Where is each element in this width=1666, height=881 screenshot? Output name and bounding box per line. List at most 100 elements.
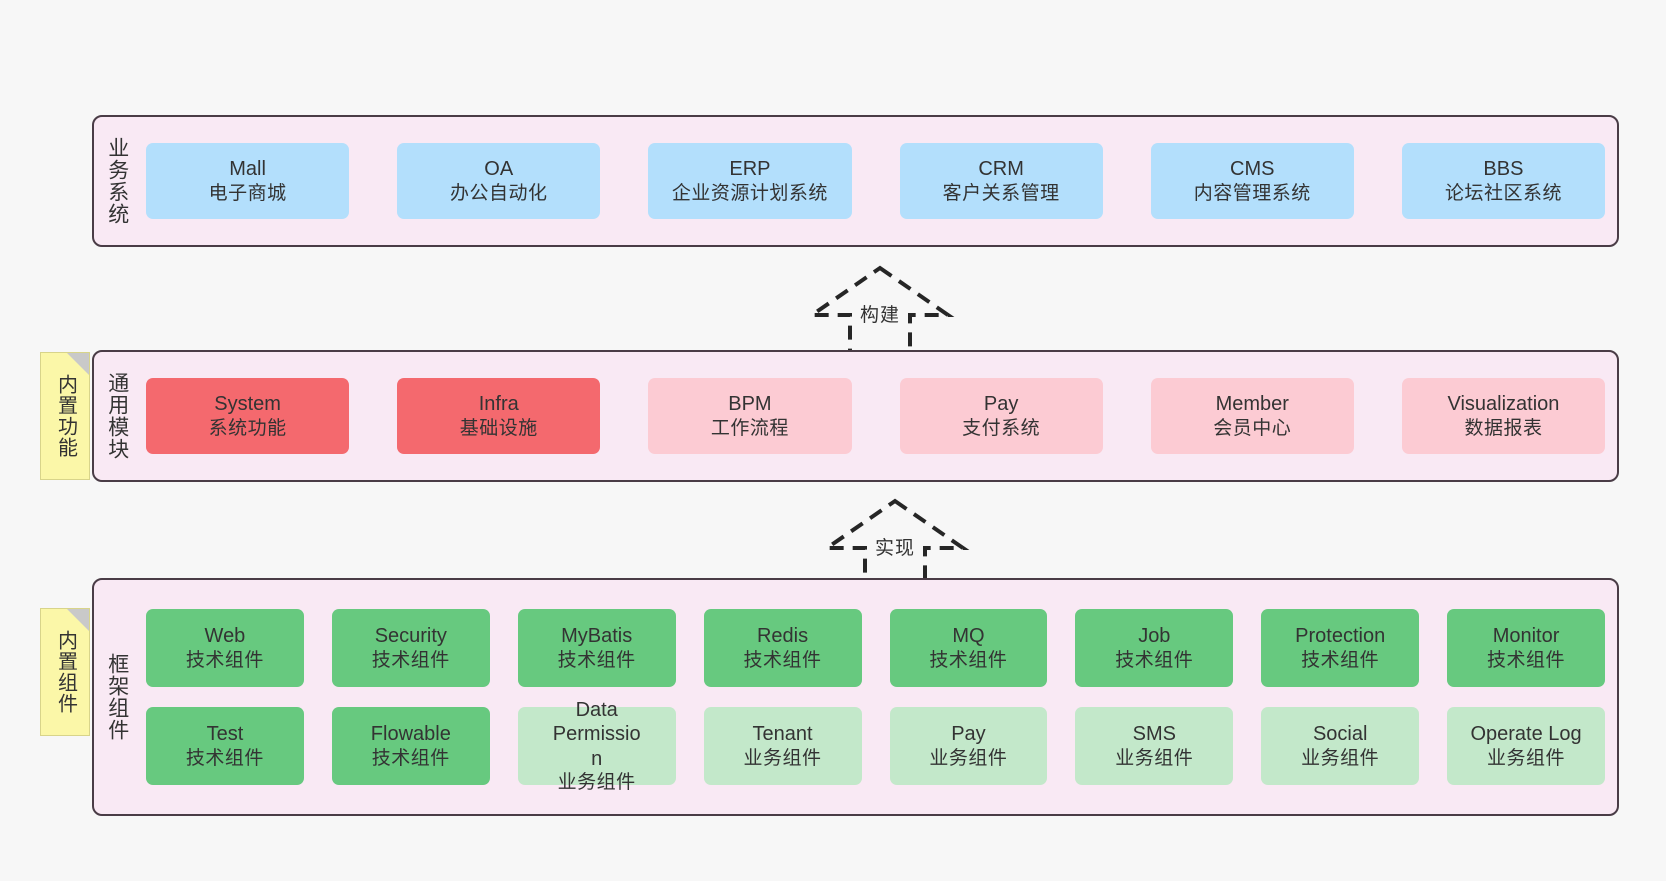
card-web[interactable]: Web 技术组件 bbox=[146, 609, 304, 687]
card-pay-module-subtitle: 支付系统 bbox=[962, 417, 1041, 439]
card-pay-module[interactable]: Pay 支付系统 bbox=[899, 378, 1103, 454]
card-infra-title: Infra bbox=[478, 393, 519, 416]
band-common-modules-body: System 系统功能 Infra 基础设施 BPM 工作流程 Pay 支付系统… bbox=[140, 352, 1617, 480]
band-framework-components-body: Web 技术组件 Security 技术组件 MyBatis 技术组件 Redi… bbox=[140, 580, 1617, 814]
common-card-row: System 系统功能 Infra 基础设施 BPM 工作流程 Pay 支付系统… bbox=[146, 378, 1606, 454]
card-bpm-subtitle: 工作流程 bbox=[710, 417, 789, 439]
card-infra-subtitle: 基础设施 bbox=[459, 417, 538, 439]
card-infra[interactable]: Infra 基础设施 bbox=[397, 378, 601, 454]
card-mq-subtitle: 技术组件 bbox=[929, 649, 1008, 671]
card-member-title: Member bbox=[1215, 393, 1289, 416]
card-crm-title: CRM bbox=[978, 158, 1024, 181]
card-monitor[interactable]: Monitor 技术组件 bbox=[1447, 609, 1605, 687]
card-visualization[interactable]: Visualization 数据报表 bbox=[1401, 378, 1606, 454]
card-member[interactable]: Member 会员中心 bbox=[1150, 378, 1354, 454]
card-pay-component-title: Pay bbox=[951, 723, 986, 746]
card-pay-component[interactable]: Pay 业务组件 bbox=[889, 707, 1048, 785]
card-redis-title: Redis bbox=[756, 625, 809, 648]
band-business-system-body: Mall 电子商城 OA 办公自动化 ERP 企业资源计划系统 CRM 客户关系… bbox=[140, 117, 1617, 245]
card-flowable-subtitle: 技术组件 bbox=[371, 747, 450, 769]
card-bbs-subtitle: 论坛社区系统 bbox=[1444, 182, 1562, 204]
card-bpm[interactable]: BPM 工作流程 bbox=[648, 378, 852, 454]
note-fold-corner-icon bbox=[67, 353, 89, 375]
card-social-title: Social bbox=[1312, 723, 1368, 746]
card-operate-log[interactable]: Operate Log 业务组件 bbox=[1447, 707, 1605, 785]
card-erp-subtitle: 企业资源计划系统 bbox=[671, 182, 828, 204]
card-crm[interactable]: CRM 客户关系管理 bbox=[899, 143, 1103, 219]
business-card-row: Mall 电子商城 OA 办公自动化 ERP 企业资源计划系统 CRM 客户关系… bbox=[146, 143, 1606, 219]
card-pay-module-title: Pay bbox=[983, 393, 1019, 416]
card-web-subtitle: 技术组件 bbox=[185, 649, 264, 671]
card-pay-component-subtitle: 业务组件 bbox=[929, 747, 1008, 769]
card-bpm-title: BPM bbox=[728, 393, 772, 416]
card-protection[interactable]: Protection 技术组件 bbox=[1261, 609, 1420, 687]
card-mall-title: Mall bbox=[229, 158, 266, 181]
arrow-build: 构建 bbox=[805, 262, 955, 357]
card-tenant-subtitle: 业务组件 bbox=[743, 747, 822, 769]
card-mq-title: MQ bbox=[952, 625, 985, 648]
card-operate-log-title: Operate Log bbox=[1470, 723, 1582, 746]
card-erp[interactable]: ERP 企业资源计划系统 bbox=[648, 143, 852, 219]
card-job-subtitle: 技术组件 bbox=[1115, 649, 1194, 671]
card-monitor-title: Monitor bbox=[1492, 625, 1560, 648]
card-cms[interactable]: CMS 内容管理系统 bbox=[1150, 143, 1354, 219]
card-mall-subtitle: 电子商城 bbox=[208, 182, 287, 204]
arrow-implement-label: 实现 bbox=[874, 538, 915, 559]
card-oa-subtitle: 办公自动化 bbox=[450, 182, 548, 204]
card-bbs-title: BBS bbox=[1483, 158, 1524, 181]
card-tenant[interactable]: Tenant 业务组件 bbox=[703, 707, 862, 785]
band-common-modules-title: 通用模块 bbox=[105, 372, 129, 460]
card-security-title: Security bbox=[374, 625, 447, 648]
card-member-subtitle: 会员中心 bbox=[1213, 417, 1292, 439]
card-sms-title: SMS bbox=[1132, 723, 1176, 746]
card-security[interactable]: Security 技术组件 bbox=[331, 609, 490, 687]
card-erp-title: ERP bbox=[729, 158, 771, 181]
card-system-title: System bbox=[214, 393, 281, 416]
card-social[interactable]: Social 业务组件 bbox=[1261, 707, 1420, 785]
card-cms-subtitle: 内容管理系统 bbox=[1193, 182, 1311, 204]
band-business-system-title: 业务系统 bbox=[105, 137, 129, 225]
card-cms-title: CMS bbox=[1230, 158, 1275, 181]
card-job[interactable]: Job 技术组件 bbox=[1075, 609, 1234, 687]
card-job-title: Job bbox=[1138, 625, 1171, 648]
card-monitor-subtitle: 技术组件 bbox=[1487, 649, 1566, 671]
note-builtin-features: 内置功能 bbox=[40, 352, 90, 480]
card-test[interactable]: Test 技术组件 bbox=[146, 707, 304, 785]
card-visualization-title: Visualization bbox=[1447, 393, 1560, 416]
note-builtin-components-label: 内置组件 bbox=[54, 630, 77, 714]
note-builtin-features-label: 内置功能 bbox=[54, 374, 77, 458]
card-mq[interactable]: MQ 技术组件 bbox=[889, 609, 1048, 687]
framework-row-technical: Web 技术组件 Security 技术组件 MyBatis 技术组件 Redi… bbox=[146, 609, 1605, 687]
card-flowable-title: Flowable bbox=[370, 723, 451, 746]
card-social-subtitle: 业务组件 bbox=[1301, 747, 1380, 769]
card-mybatis-title: MyBatis bbox=[561, 625, 633, 648]
card-tenant-title: Tenant bbox=[752, 723, 813, 746]
card-web-title: Web bbox=[204, 625, 246, 648]
card-mybatis-subtitle: 技术组件 bbox=[557, 649, 636, 671]
framework-row-business: Test 技术组件 Flowable 技术组件 Data Permission … bbox=[146, 699, 1605, 793]
card-oa[interactable]: OA 办公自动化 bbox=[397, 143, 601, 219]
card-data-permission[interactable]: Data Permission 业务组件 bbox=[517, 699, 676, 793]
card-redis[interactable]: Redis 技术组件 bbox=[703, 609, 862, 687]
card-test-title: Test bbox=[206, 723, 244, 746]
note-builtin-components: 内置组件 bbox=[40, 608, 90, 736]
card-oa-title: OA bbox=[484, 158, 514, 181]
band-framework-components-title: 框架组件 bbox=[105, 653, 129, 741]
band-business-system: 业务系统 Mall 电子商城 OA 办公自动化 ERP 企业资源计划系统 CRM… bbox=[92, 115, 1619, 247]
card-flowable[interactable]: Flowable 技术组件 bbox=[331, 707, 490, 785]
card-data-permission-subtitle: 业务组件 bbox=[557, 772, 636, 793]
card-system[interactable]: System 系统功能 bbox=[146, 378, 350, 454]
card-protection-subtitle: 技术组件 bbox=[1301, 649, 1380, 671]
card-sms[interactable]: SMS 业务组件 bbox=[1075, 707, 1234, 785]
card-test-subtitle: 技术组件 bbox=[185, 747, 264, 769]
card-mall[interactable]: Mall 电子商城 bbox=[146, 143, 350, 219]
note-fold-corner-icon bbox=[67, 609, 89, 631]
card-mybatis[interactable]: MyBatis 技术组件 bbox=[517, 609, 676, 687]
card-crm-subtitle: 客户关系管理 bbox=[942, 182, 1060, 204]
card-system-subtitle: 系统功能 bbox=[208, 417, 287, 439]
card-bbs[interactable]: BBS 论坛社区系统 bbox=[1401, 143, 1606, 219]
band-common-modules: 通用模块 System 系统功能 Infra 基础设施 BPM 工作流程 Pay… bbox=[92, 350, 1619, 482]
framework-card-rows: Web 技术组件 Security 技术组件 MyBatis 技术组件 Redi… bbox=[146, 609, 1605, 793]
card-redis-subtitle: 技术组件 bbox=[743, 649, 822, 671]
